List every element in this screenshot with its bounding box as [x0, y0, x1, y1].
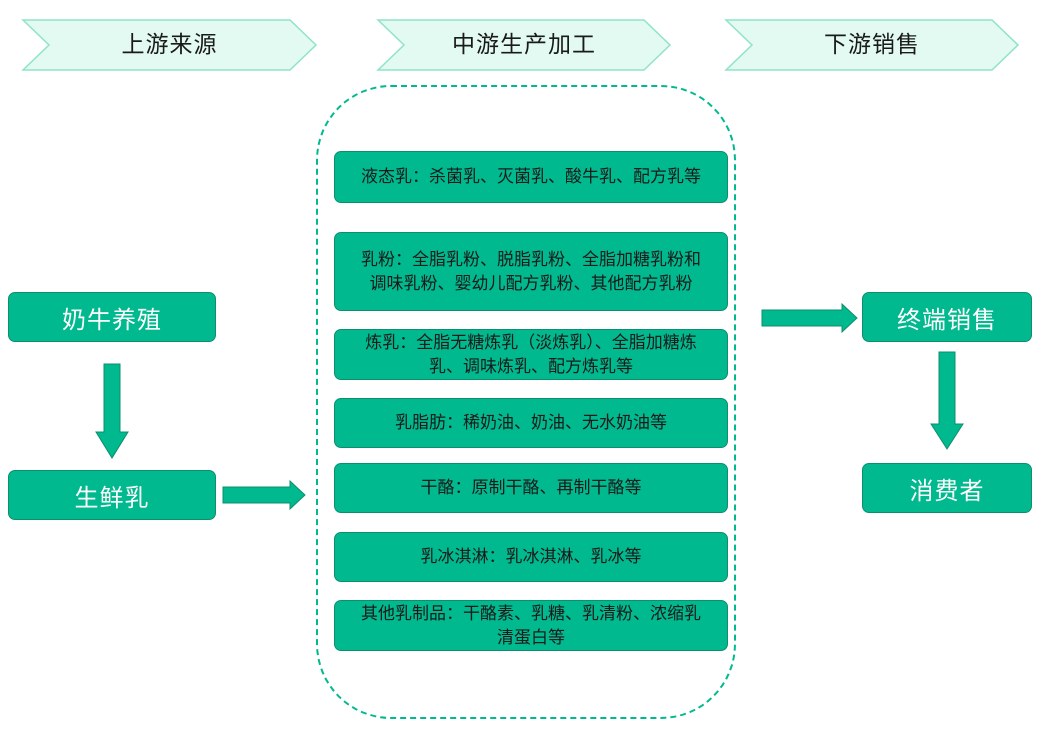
dairy-farming-box: 奶牛养殖 [8, 292, 216, 342]
arrow-raw-milk-to-midstream [222, 479, 306, 511]
midstream-panel [316, 85, 736, 719]
product-box-milk-powder: 乳粉：全脂乳粉、脱脂乳粉、全脂加糖乳粉和调味乳粉、婴幼儿配方乳粉、其他配方乳粉 [334, 232, 728, 311]
arrow-midstream-to-terminal-sales [761, 302, 858, 334]
stage-chevron-midstream [376, 19, 672, 71]
stage-header-shapes [21, 19, 1020, 71]
stage-label-midstream: 中游生产加工 [452, 32, 596, 58]
consumer-box: 消费者 [862, 463, 1032, 513]
arrow-farming-to-raw-milk [95, 363, 129, 459]
arrow-terminal-sales-to-consumer [930, 351, 964, 450]
product-box-cheese: 干酪：原制干酪、再制干酪等 [334, 463, 728, 513]
product-box-other-dairy: 其他乳制品：干酪素、乳糖、乳清粉、浓缩乳清蛋白等 [334, 600, 728, 651]
stage-chevron-upstream [21, 19, 318, 71]
product-box-milk-fat: 乳脂肪：稀奶油、奶油、无水奶油等 [334, 398, 728, 448]
terminal-sales-box: 终端销售 [862, 292, 1032, 342]
stage-chevron-downstream [724, 19, 1020, 71]
product-box-ice-cream: 乳冰淇淋：乳冰淇淋、乳冰等 [334, 532, 728, 582]
product-box-condensed-milk: 炼乳：全脂无糖炼乳（淡炼乳）、全脂加糖炼乳、调味炼乳、配方炼乳等 [334, 329, 728, 380]
stage-label-upstream: 上游来源 [121, 32, 218, 58]
product-box-liquid-milk: 液态乳：杀菌乳、灭菌乳、酸牛乳、配方乳等 [334, 151, 728, 203]
raw-milk-box: 生鲜乳 [8, 470, 216, 520]
stage-label-downstream: 下游销售 [824, 32, 920, 58]
